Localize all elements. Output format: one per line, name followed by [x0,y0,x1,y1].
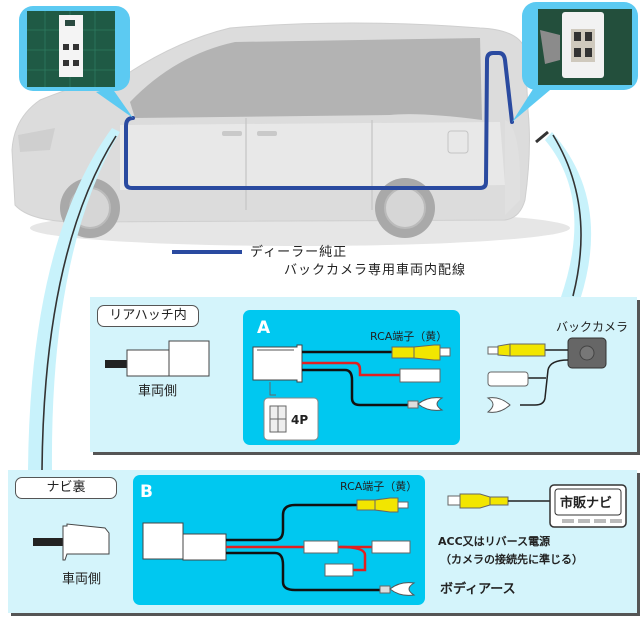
back-camera-label: バックカメラ [556,320,629,334]
legend-swatch [172,250,242,254]
car-door-panel [120,122,505,190]
navi-label: 市販ナビ [560,496,613,511]
front-arrow-edge [41,135,117,471]
spade-connector-icon [371,540,411,554]
door-handle [257,131,277,136]
rear-arrow-edge [552,134,582,297]
vehicle-wire [33,538,63,546]
navi-tag: ナビ裏 [15,477,117,499]
legend-line-2: バックカメラ専用車両内配線 [284,263,467,278]
rear-vehicle-side-label: 車両側 [138,384,178,399]
inline-connector-icon [303,540,339,554]
camera-ground-icon [486,397,511,413]
small-spade-icon [324,563,354,577]
box-a-label: A [257,318,271,338]
wire-ground [302,368,408,407]
camera-spade-icon [487,371,529,387]
wire-ground [226,551,380,592]
pin-count-label: 4P [291,413,309,427]
wire-red [302,361,400,377]
box-a-rca-label: RCA端子（黄） [370,330,448,343]
box-b-label: B [140,482,153,502]
power-label-1: ACC又はリバース電源 [438,535,551,548]
harness-a-connector [252,344,303,383]
car-windows [130,38,482,120]
rear-hatch-tag: リアハッチ内 [97,305,199,327]
front-connector-callout [19,6,133,118]
headlight [18,128,55,152]
vehicle-connector [126,349,170,377]
body-ground-label: ボディアース [440,582,516,597]
rear-connector-callout [512,2,638,122]
rca-plug-icon [356,499,376,511]
box-b-rca-label: RCA端子（黄） [340,480,418,493]
door-handle [222,131,242,136]
dealer-wiring-line [124,51,514,190]
navi-rca-plug-icon [447,495,461,506]
spade-connector-icon [399,368,441,383]
front-arrow [28,128,120,470]
navi-vehicle-side-label: 車両側 [62,572,102,587]
wire-black [226,503,358,542]
harness-b-connector [142,522,184,560]
fuel-lid [447,130,469,154]
vehicle-wire [105,360,127,368]
navi-vehicle-connector [62,523,110,561]
ground-terminal-icon [379,585,391,594]
power-label-2: （カメラの接続先に準じる） [440,553,583,566]
legend-line-1: ディーラー純正 [250,245,348,260]
